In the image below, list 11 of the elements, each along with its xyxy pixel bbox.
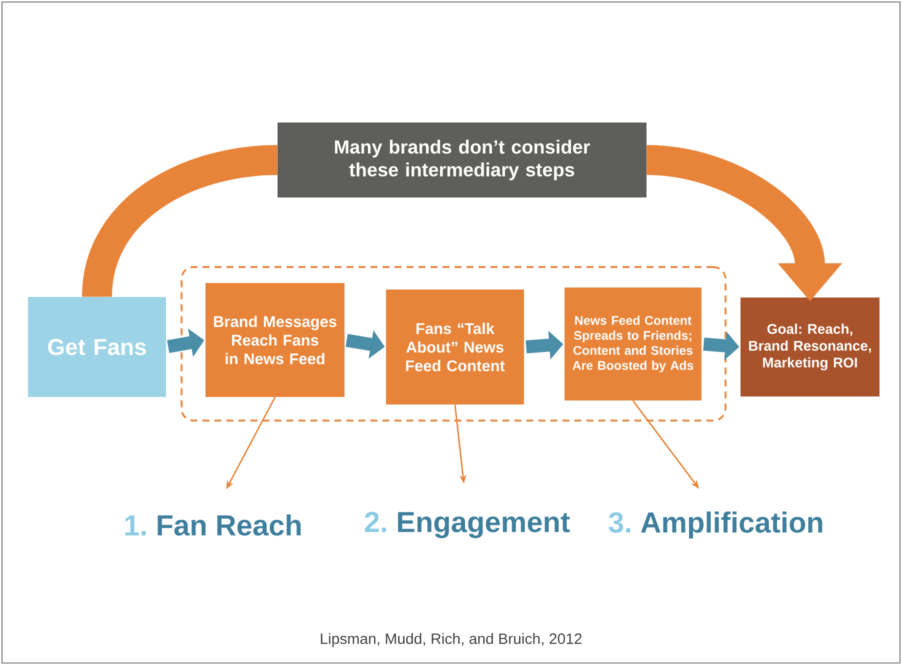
step-label: 2. Engagement (364, 512, 570, 538)
step-label: 3. Amplification (608, 512, 822, 539)
process-box: Brand Messages Reach Fans in News Feed (206, 283, 344, 397)
goal-box: Goal: Reach, Brand Resonance, Marketing ROI (740, 298, 880, 396)
start-box: Get Fans (28, 297, 166, 397)
callout-box: Many brands don’t consider these intermediary steps (278, 122, 646, 198)
group-frame (180, 266, 726, 422)
process-box: Fans “Talk About” News Feed Content (386, 290, 524, 404)
step-label: 1. Fan Reach (125, 514, 301, 536)
process-box: News Feed Content Spreads to Friends; Content and Stories Are Boosted by Ads (564, 288, 702, 400)
caption: Lipsman, Mudd, Rich, and Bruich, 2012 (320, 633, 582, 647)
